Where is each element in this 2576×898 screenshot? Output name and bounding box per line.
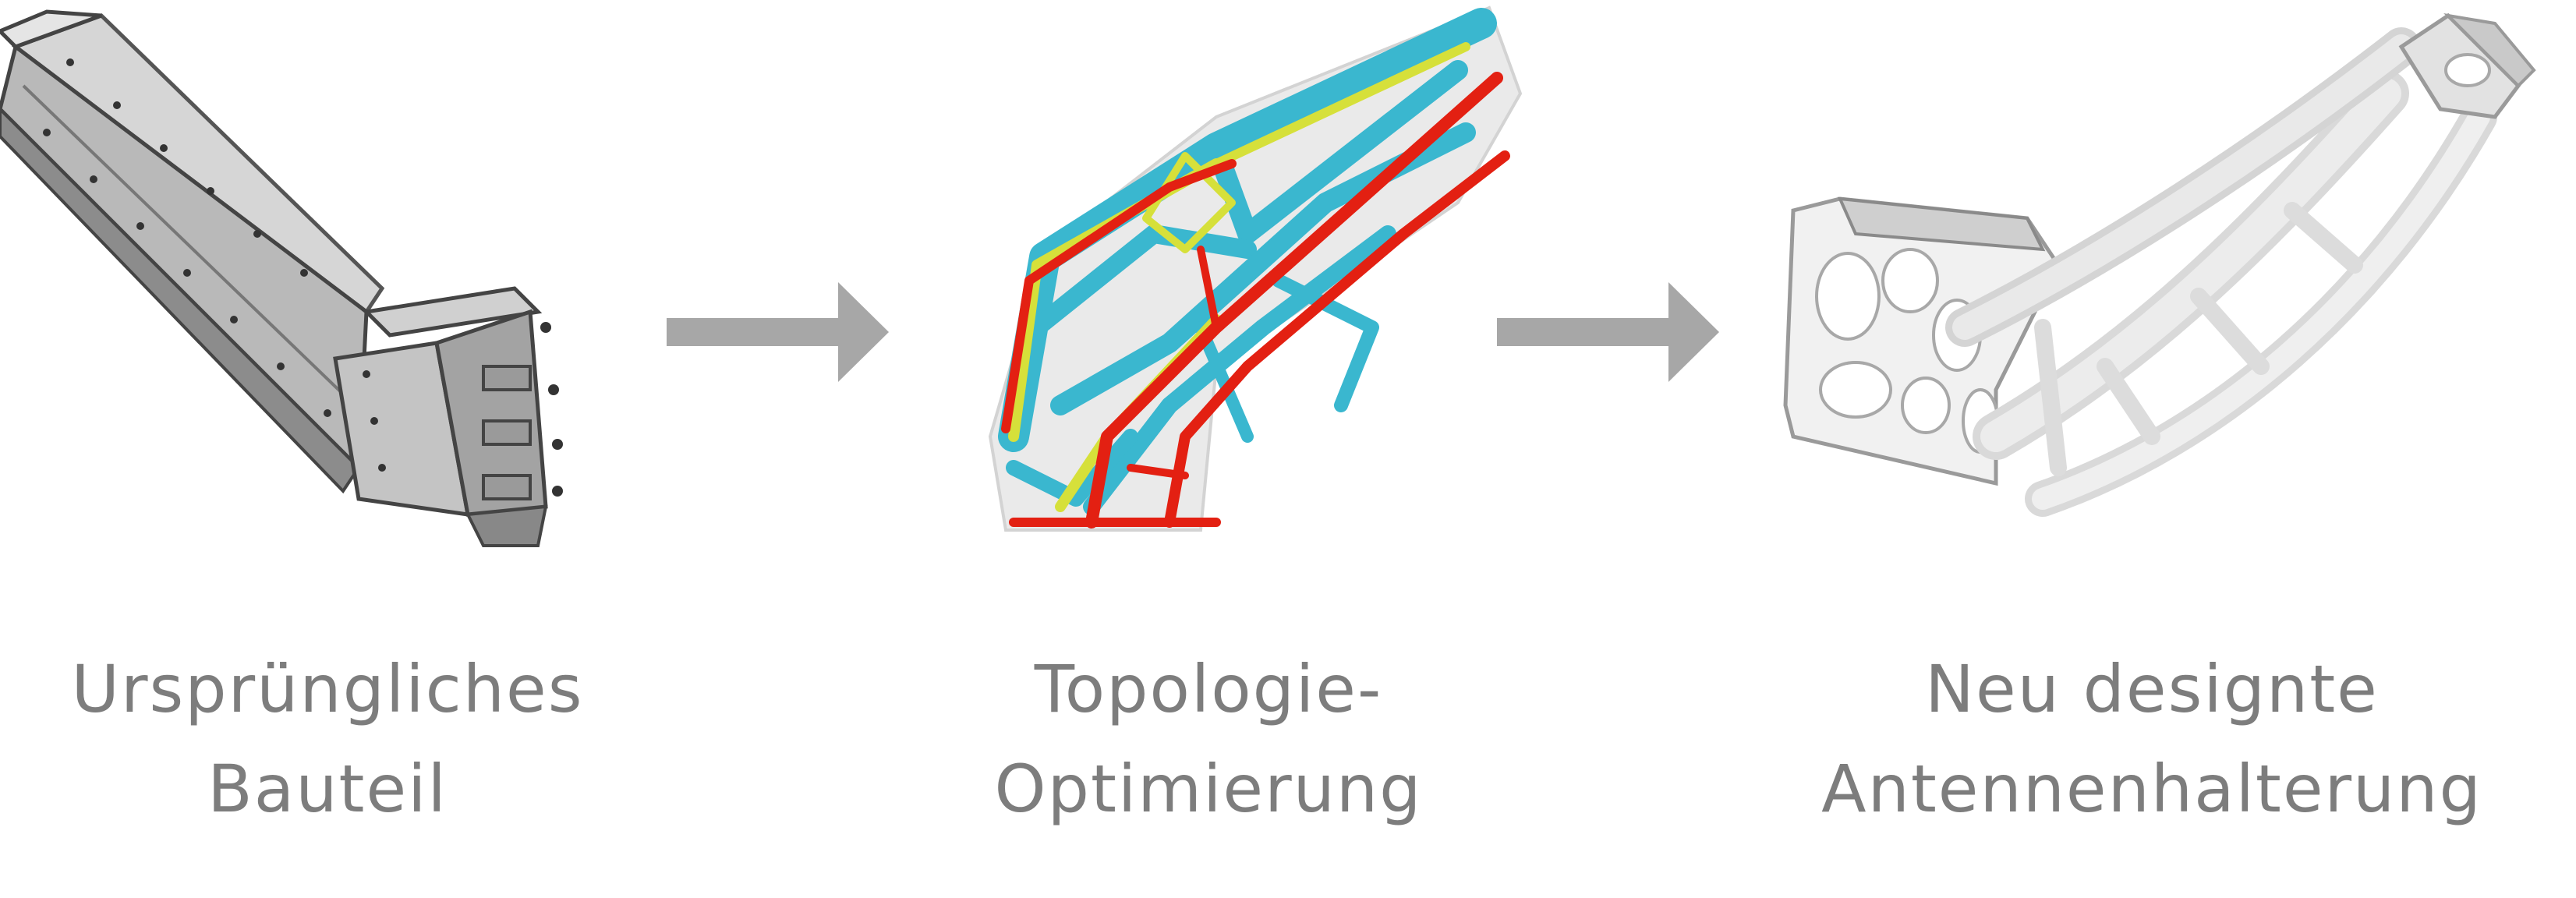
caption-line: Optimierung (994, 751, 1423, 827)
caption-line: Neu designte (1925, 651, 2379, 727)
topology-optimization-drawing (988, 5, 1523, 532)
new-bracket-drawing (1783, 12, 2536, 517)
caption-original-part: Ursprüngliches Bauteil (16, 639, 639, 839)
original-part-drawing (0, 9, 563, 547)
arrow-right-icon (667, 282, 889, 382)
caption-line: Antennenhalterung (1821, 751, 2482, 827)
caption-line: Ursprüngliches (71, 651, 584, 727)
caption-line: Topologie- (1034, 651, 1383, 727)
caption-line: Bauteil (207, 751, 448, 827)
caption-new-bracket: Neu designte Antennenhalterung (1778, 639, 2526, 839)
arrow-right-icon (1497, 282, 1719, 382)
caption-topology-optimization: Topologie- Optimierung (897, 639, 1520, 839)
